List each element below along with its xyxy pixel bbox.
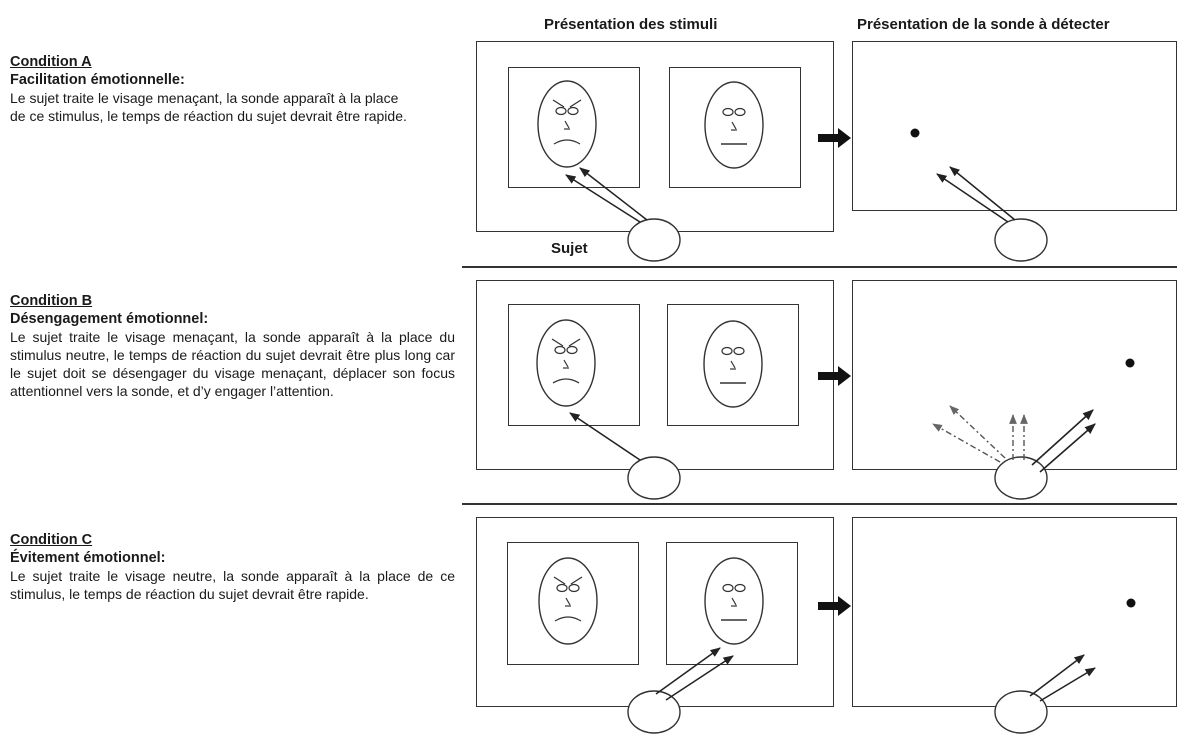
condition-b-subtitle: Désengagement émotionnel: [10,311,209,327]
condition-a-description: Le sujet traite le visage menaçant, la s… [10,90,407,124]
transition-arrow-c [818,596,851,616]
gaze-arrows-b-probe-solid [1031,409,1096,473]
gaze-arrows-a-probe [936,166,1016,223]
subject-a-probe [994,218,1048,262]
subject-label: Sujet [551,240,588,257]
subject-c-probe [994,690,1048,734]
condition-c-title: Condition C [10,532,93,548]
probe-frame-a [852,41,1177,211]
probe-frame-c [852,517,1177,707]
subject-b-probe [994,456,1048,500]
header-stimuli: Présentation des stimuli [544,16,718,33]
gaze-arrows-c-stimuli [655,647,734,701]
gaze-arrows-b-stimuli [569,412,641,461]
subject-b-stimuli [627,456,681,500]
neutral-face-c [704,557,764,645]
subject-c-stimuli [627,690,681,734]
condition-c-text: Condition C Évitement émotionnel: Le suj… [10,531,455,603]
threat-face-a [537,80,597,168]
probe-dot-b [1125,358,1135,368]
condition-c-description: Le sujet traite le visage neutre, la son… [10,568,455,602]
probe-dot-c [1126,598,1136,608]
probe-dot-a [910,128,920,138]
condition-b-text: Condition B Désengagement émotionnel: Le… [10,292,455,400]
condition-c-subtitle: Évitement émotionnel: [10,550,166,566]
condition-b-description: Le sujet traite le visage menaçant, la s… [10,329,455,399]
face-box-a-threat [508,67,640,188]
condition-b-title: Condition B [10,293,93,309]
threat-face-c [538,557,598,645]
gaze-arrows-b-probe-dashed [932,405,1028,463]
neutral-face-b [703,320,763,408]
gaze-arrows-c-probe [1029,654,1096,702]
threat-face-b [536,319,596,407]
header-probe: Présentation de la sonde à détecter [857,16,1110,33]
face-box-c-threat [507,542,639,665]
condition-a-title: Condition A [10,54,92,70]
subject-a-stimuli [627,218,681,262]
face-box-b-threat [508,304,640,426]
separator-ab [462,266,1177,268]
neutral-face-a [704,81,764,169]
transition-arrow-b [818,366,851,386]
separator-bc [462,503,1177,505]
probe-frame-b [852,280,1177,470]
condition-a-text: Condition A Facilitation émotionnelle: L… [10,53,410,125]
gaze-arrows-a-stimuli [565,167,648,223]
condition-a-subtitle: Facilitation émotionnelle: [10,72,185,88]
transition-arrow-a [818,128,851,148]
